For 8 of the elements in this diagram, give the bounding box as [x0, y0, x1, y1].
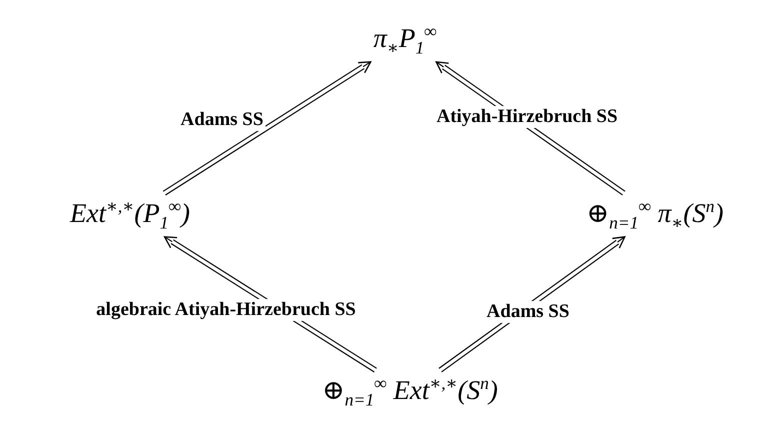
math-formula: ⊕$_{n=1}$$^{∞}$ Ext$^{∗,∗}$(S$^{n}$) [322, 374, 498, 410]
math-formula: Ext$^{∗,∗}$(P$_{1}$$^{∞}$) [70, 197, 190, 233]
double-arrow [162, 61, 372, 196]
edge-label: Adams SS [484, 301, 572, 323]
edge-label: Atiyah-Hirzebruch SS [434, 106, 620, 128]
edge-label: Adams SS [178, 109, 266, 131]
math-formula: ⊕$_{n=1}$$^{∞}$ π$_{∗}$(S$^{n}$) [586, 197, 724, 233]
edge-label: algebraic Atiyah-Hirzebruch SS [94, 299, 358, 321]
